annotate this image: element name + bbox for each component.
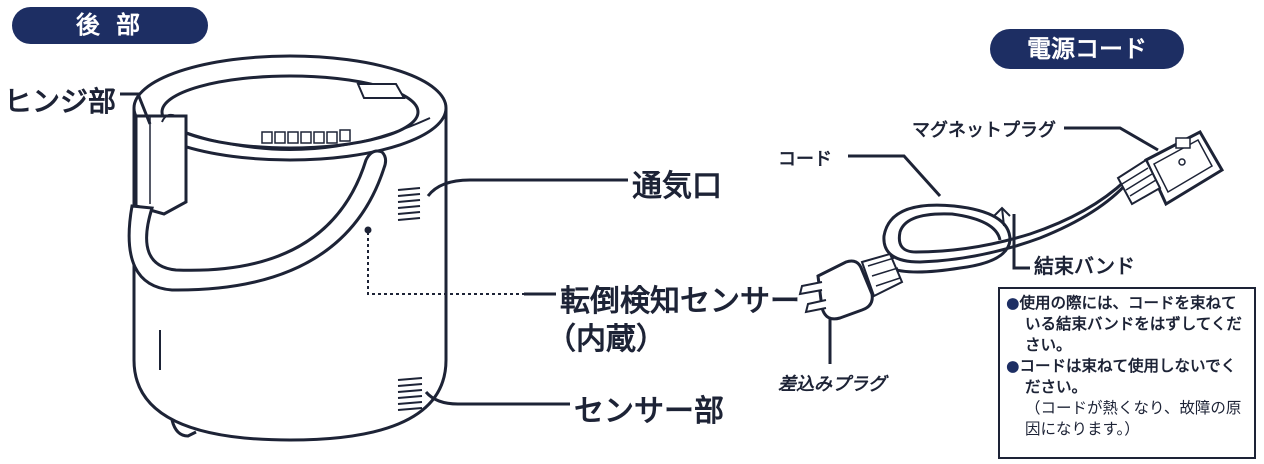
tip-sensor-note: （内蔵） bbox=[546, 322, 666, 357]
vent-label: 通気口 bbox=[632, 169, 722, 204]
tip-sensor-leader bbox=[364, 226, 528, 295]
sensor-label: センサー部 bbox=[574, 394, 724, 429]
band-label: 結束バンド bbox=[1034, 254, 1135, 278]
indicator-lamps bbox=[261, 129, 351, 144]
vent-grille-top bbox=[397, 187, 421, 221]
caution-item-2-sub: （コードが熱くなり、故障の原因になります。） bbox=[1025, 399, 1242, 438]
caution-note: ●使用の際には、コードを束ねている結束バンドをはずしてください。 ●コードは束ね… bbox=[998, 287, 1256, 459]
caution-item-1: ●使用の際には、コードを束ねている結束バンドをはずしてください。 bbox=[1006, 294, 1242, 354]
tip-sensor-label: 転倒検知センサー bbox=[560, 284, 800, 319]
vent-grille-bottom bbox=[397, 377, 423, 411]
pot-body bbox=[127, 54, 448, 442]
caution-item-2: ●コードは束ねて使用しないでください。 bbox=[1006, 357, 1237, 396]
cord-heading: 電源コード bbox=[990, 29, 1184, 69]
magnet-plug bbox=[1116, 130, 1225, 207]
cord-heading-text: 電源コード bbox=[1027, 35, 1147, 63]
rear-heading-text: 後 部 bbox=[75, 11, 145, 39]
leader-lines bbox=[120, 92, 628, 406]
rear-heading: 後 部 bbox=[12, 7, 208, 44]
plug-label: 差込みプラグ bbox=[778, 374, 886, 395]
band-tie bbox=[993, 206, 1011, 227]
magnet-plug-label: マグネットプラグ bbox=[912, 120, 1056, 141]
hinge-label: ヒンジ部 bbox=[4, 85, 117, 118]
cord-label: コード bbox=[778, 149, 832, 170]
wall-plug bbox=[798, 252, 904, 321]
